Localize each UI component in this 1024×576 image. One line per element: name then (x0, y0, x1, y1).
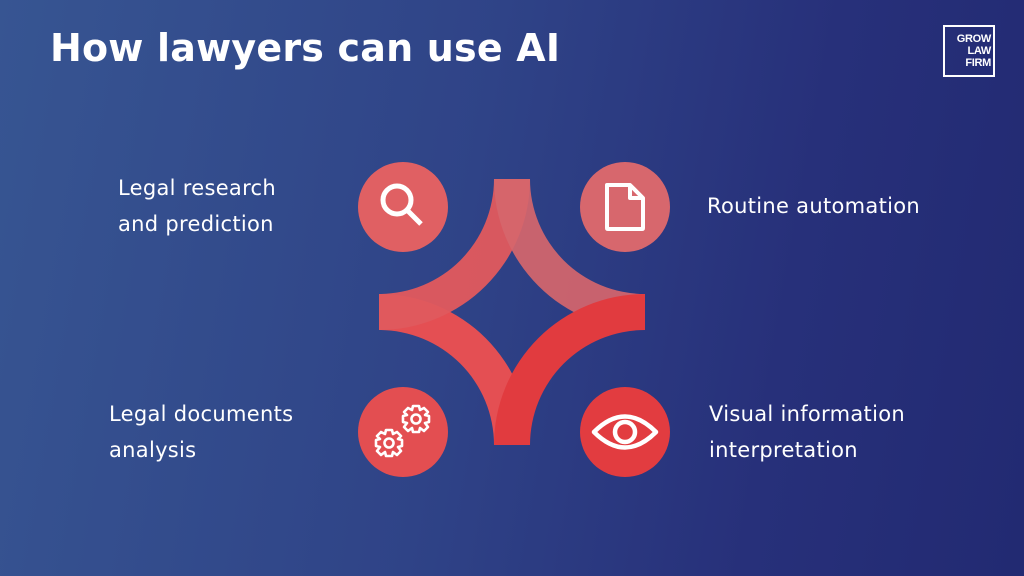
label-line: Routine automation (707, 194, 920, 218)
eye-circle (580, 387, 670, 477)
label-line: interpretation (709, 438, 858, 462)
label-visual-information: Visual information interpretation (709, 396, 905, 468)
label-legal-documents-analysis: Legal documents analysis (109, 396, 293, 468)
search-icon (380, 183, 423, 226)
logo-line-1: GROW (956, 33, 992, 45)
label-line: Legal documents (109, 402, 294, 426)
label-line: Legal research (118, 176, 277, 200)
page-title: How lawyers can use AI (50, 26, 561, 70)
label-legal-research: Legal research and prediction (118, 170, 276, 242)
logo-line-3: FIRM (965, 57, 991, 69)
search-circle (358, 162, 448, 252)
document-circle (580, 162, 670, 252)
label-line: Visual information (709, 402, 905, 426)
arc-top-left (379, 179, 530, 330)
arc-bottom-right (494, 294, 645, 445)
arc-bottom-left (379, 294, 530, 445)
arc-top-right (494, 179, 645, 330)
label-line: analysis (109, 438, 197, 462)
logo-line-2: LAW (967, 45, 991, 57)
grow-law-firm-logo: GROW LAW FIRM (943, 25, 995, 77)
label-routine-automation: Routine automation (707, 188, 920, 224)
document-icon (605, 183, 645, 231)
label-line: and prediction (118, 212, 274, 236)
gears-circle (358, 387, 448, 477)
gears-icon (374, 404, 431, 458)
eye-icon (591, 414, 659, 450)
